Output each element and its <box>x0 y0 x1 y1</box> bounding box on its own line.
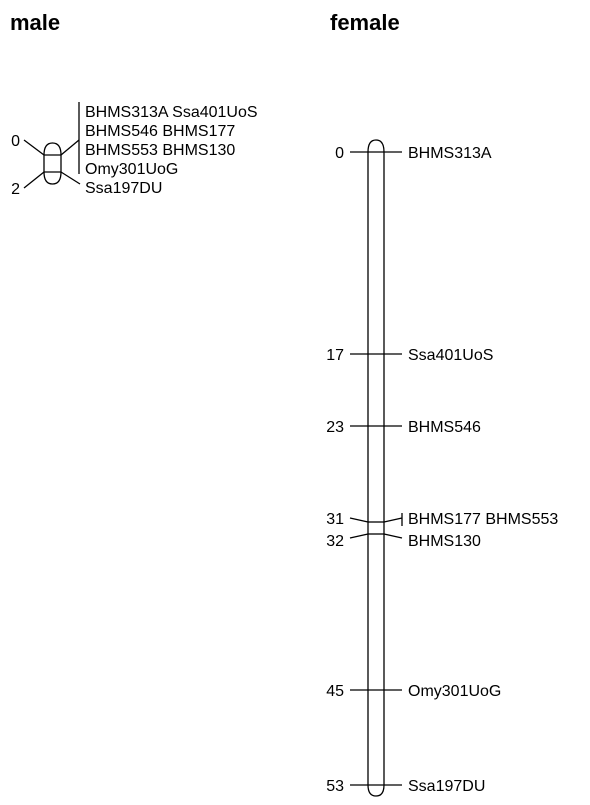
male-marker-connector-2 <box>60 171 81 185</box>
female-marker-label: Ssa197DU <box>408 778 485 795</box>
female-position-label-0: 0 <box>335 145 344 162</box>
male-position-label-0: 0 <box>11 133 20 150</box>
female-connector-31-right <box>383 517 403 523</box>
male-marker-label: BHMS546 BHMS177 <box>85 123 235 140</box>
female-position-label-23: 23 <box>326 419 344 436</box>
female-linkage-group: female 0 BHMS313A 17 Ssa401UoS 23 BHMS54… <box>326 10 558 797</box>
male-chromosome-bar <box>43 142 62 185</box>
female-marker-label: Omy301UoG <box>408 683 501 700</box>
male-position-connector-0 <box>23 139 45 156</box>
female-marker-label: Ssa401UoS <box>408 347 493 364</box>
female-position-label-31: 31 <box>326 511 344 528</box>
male-marker-label: BHMS553 BHMS130 <box>85 142 235 159</box>
male-position-connector-2 <box>23 171 45 189</box>
female-title: female <box>330 10 400 35</box>
female-marker-label: BHMS313A <box>408 145 492 162</box>
female-position-label-45: 45 <box>326 683 344 700</box>
female-position-label-32: 32 <box>326 533 344 550</box>
female-position-label-17: 17 <box>326 347 344 364</box>
male-position-label-2: 2 <box>11 181 20 198</box>
male-marker-connector-0 <box>60 139 80 156</box>
female-marker-label: BHMS130 <box>408 533 481 550</box>
female-marker-label: BHMS177 BHMS553 <box>408 511 558 528</box>
female-chromosome-bar <box>367 139 385 797</box>
male-marker-label: Ssa197DU <box>85 180 162 197</box>
male-title: male <box>10 10 60 35</box>
male-marker-label: BHMS313A Ssa401UoS <box>85 104 258 121</box>
male-linkage-group: male 0 2 BHMS313A Ssa401UoS BHMS546 BHMS… <box>10 10 258 198</box>
female-connector-32-right <box>383 533 403 539</box>
female-connector-32-left <box>349 533 369 539</box>
male-marker-label: Omy301UoG <box>85 161 178 178</box>
female-position-label-53: 53 <box>326 778 344 795</box>
female-marker-label: BHMS546 <box>408 419 481 436</box>
female-connector-31-left <box>349 517 369 523</box>
